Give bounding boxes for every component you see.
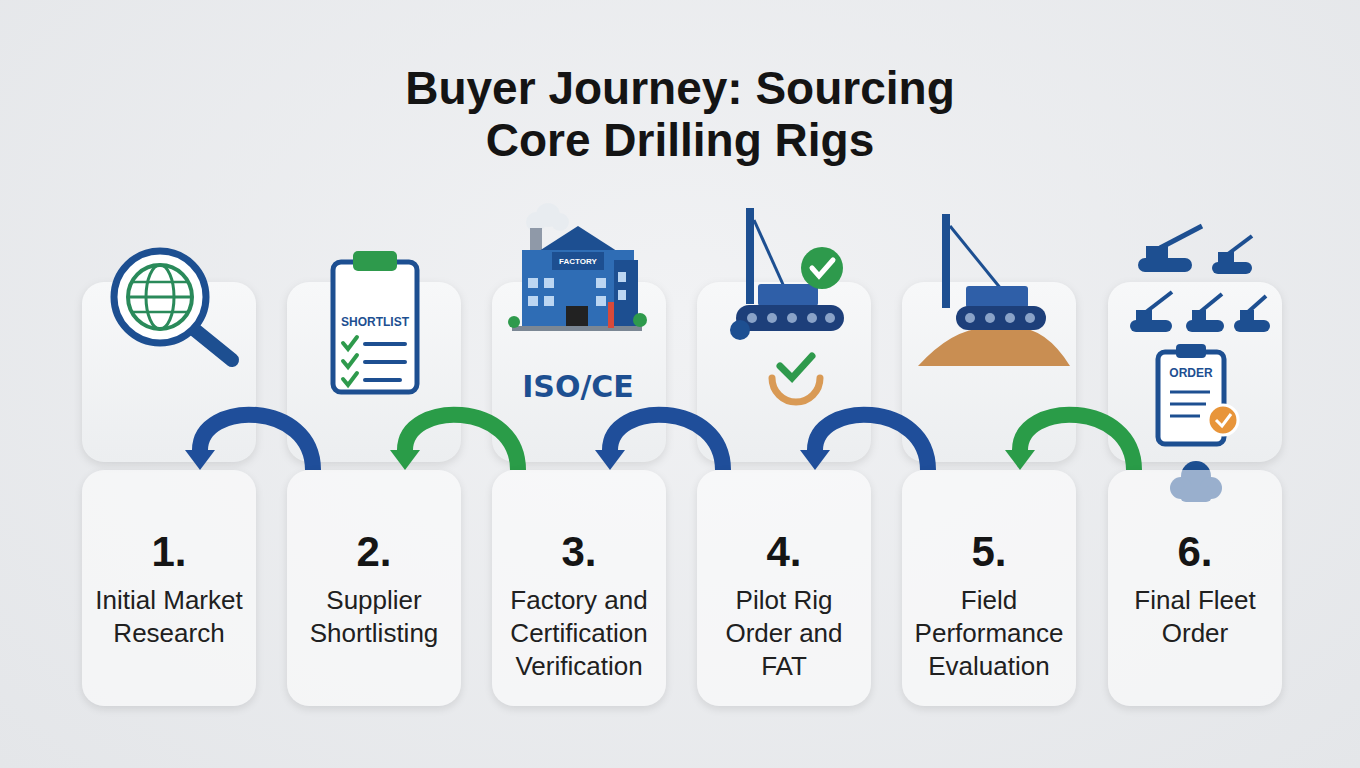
step-number: 2. [291,528,457,576]
step-number: 4. [701,528,867,576]
step-number: 1. [86,528,252,576]
arrow-shaft [610,415,723,470]
step-label: Initial Market Research [86,584,252,650]
fleet-order-icon [1130,226,1270,502]
curved-arrow [390,415,518,470]
shortlist-clipboard-icon [333,251,417,392]
certification-mark: ISO/CE [522,369,634,404]
step-label: Supplier Shortlisting [291,584,457,650]
factory-icon [508,203,647,331]
arrow-shaft [200,415,313,470]
arrow-head [595,450,625,470]
step-number: 3. [496,528,662,576]
field-rig-icon [918,214,1070,366]
order-heading: ORDER [1169,366,1212,380]
step-card: 6. Final Fleet Order [1108,470,1282,706]
curved-arrow [595,415,723,470]
arrow-head [185,450,215,470]
factory-sign: FACTORY [559,257,597,266]
arrow-shaft [1020,415,1134,470]
step-card: 1. Initial Market Research [82,470,256,706]
upper-cards [82,282,1282,462]
step-label: Pilot Rig Order and FAT [701,584,867,683]
step-card: 3. Factory and Certification Verification [492,470,666,706]
arrow-shaft [815,415,928,470]
diagram-title: Buyer Journey: Sourcing Core Drilling Ri… [280,62,1080,166]
step-card: 5. Field Performance Evaluation [902,470,1076,706]
arrow-shaft [405,415,518,470]
step-number: 5. [906,528,1072,576]
step-label: Final Fleet Order [1112,584,1278,650]
clipboard-heading: SHORTLIST [341,315,409,329]
arrow-head [390,450,420,470]
step-label: Field Performance Evaluation [906,584,1072,683]
curved-arrow [800,415,928,470]
magnifier-globe-icon [114,251,232,360]
curved-arrow [1005,415,1134,470]
step-card: 4. Pilot Rig Order and FAT [697,470,871,706]
arrow-head [1005,450,1035,470]
step-card: 2. Supplier Shortlisting [287,470,461,706]
curved-arrow [185,415,313,470]
step-label: Factory and Certification Verification [496,584,662,683]
pilot-rig-icon [730,208,844,402]
arrow-head [800,450,830,470]
step-number: 6. [1112,528,1278,576]
